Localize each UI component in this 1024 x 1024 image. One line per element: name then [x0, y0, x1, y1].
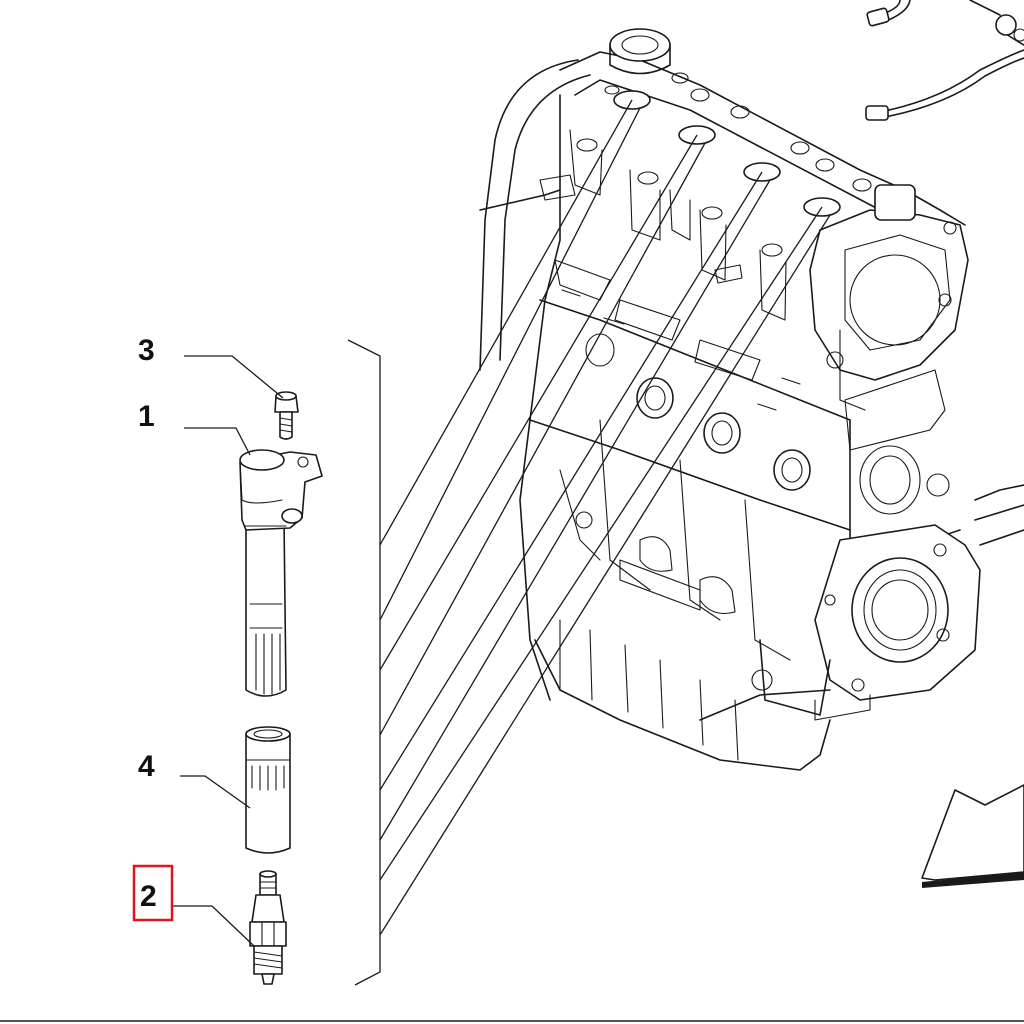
callout-number: 1 — [138, 400, 155, 433]
callout-number: 4 — [138, 750, 155, 783]
engine-block — [479, 28, 1024, 771]
callout-highlight-box — [132, 864, 174, 922]
spark-plug-part — [249, 870, 287, 985]
port-leader-lines — [347, 99, 831, 986]
bolt-part — [274, 391, 299, 440]
callout-2[interactable]: 2 — [132, 864, 174, 922]
callout-1[interactable]: 1 — [138, 400, 155, 433]
callout-leader-lines — [172, 355, 284, 947]
callout-4[interactable]: 4 — [138, 750, 155, 783]
callout-number: 2 — [140, 880, 157, 913]
injector-part — [239, 449, 323, 697]
wiring-harness — [865, 0, 1024, 121]
callout-3[interactable]: 3 — [138, 334, 155, 367]
direction-arrow-icon — [921, 784, 1024, 888]
sleeve-part — [245, 726, 291, 854]
callout-number: 3 — [138, 334, 155, 367]
